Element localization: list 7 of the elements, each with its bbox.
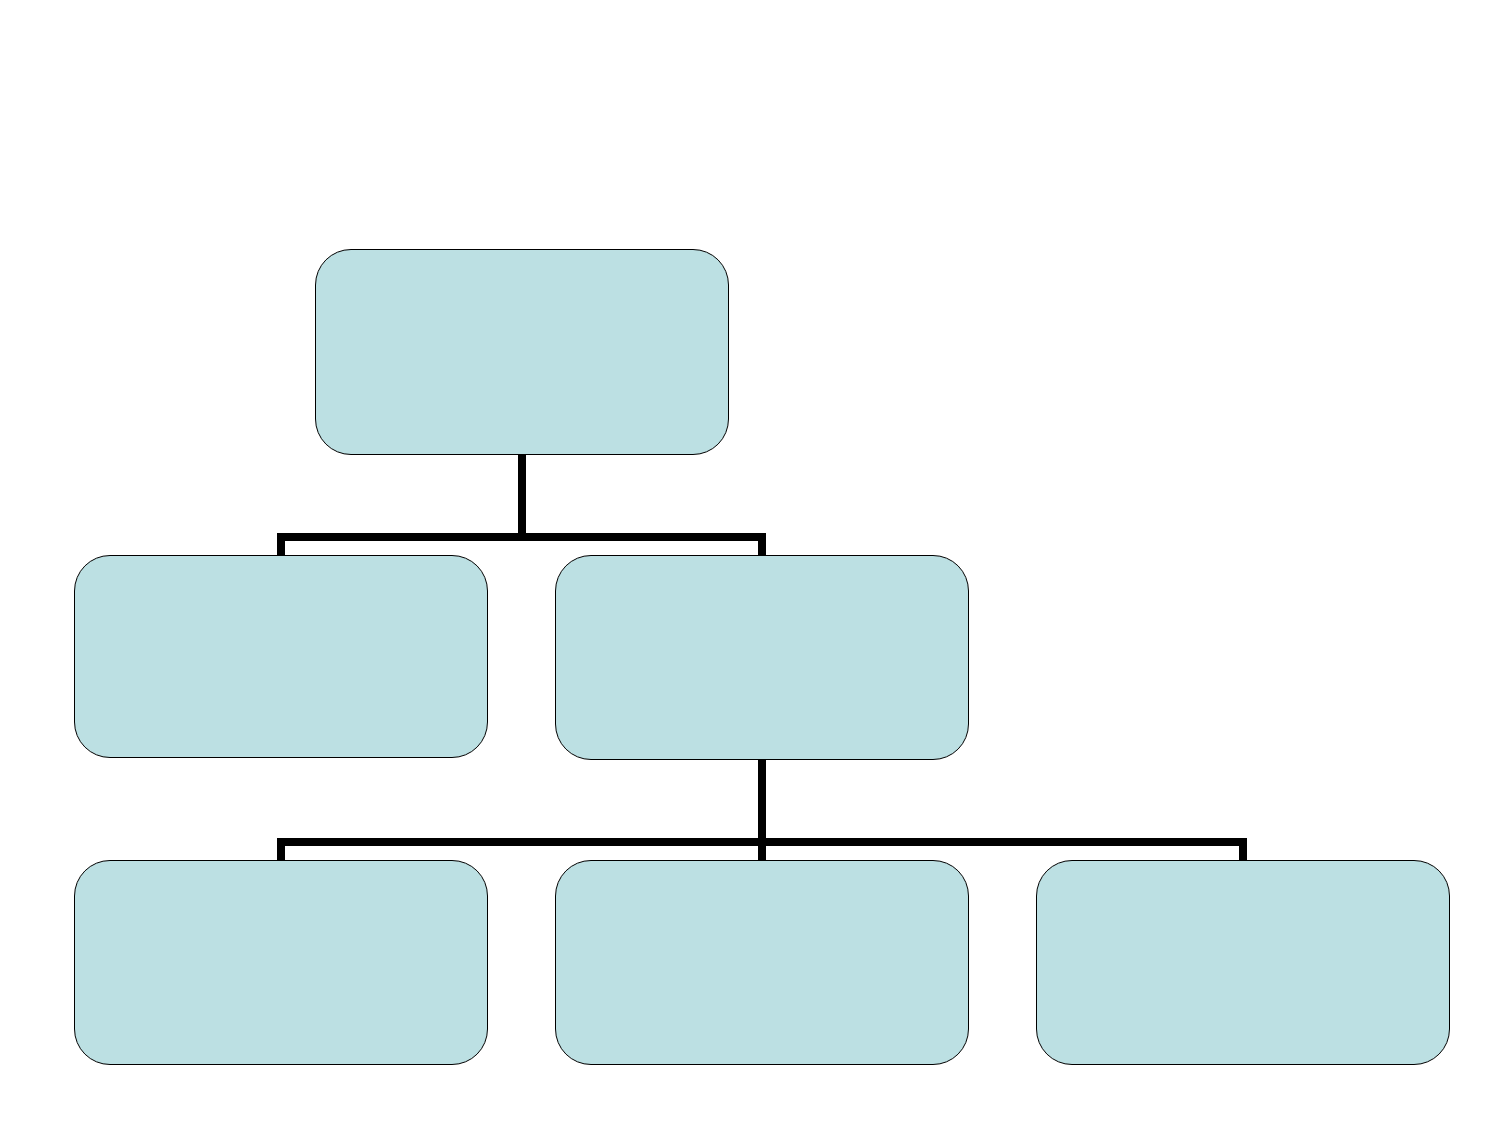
rounded-box: [555, 860, 969, 1065]
rounded-box: [315, 249, 729, 455]
rounded-box: [74, 555, 488, 758]
connector-line: [758, 760, 766, 860]
rounded-box: [74, 860, 488, 1065]
rounded-box: [555, 555, 969, 760]
rounded-box: [1036, 860, 1450, 1065]
